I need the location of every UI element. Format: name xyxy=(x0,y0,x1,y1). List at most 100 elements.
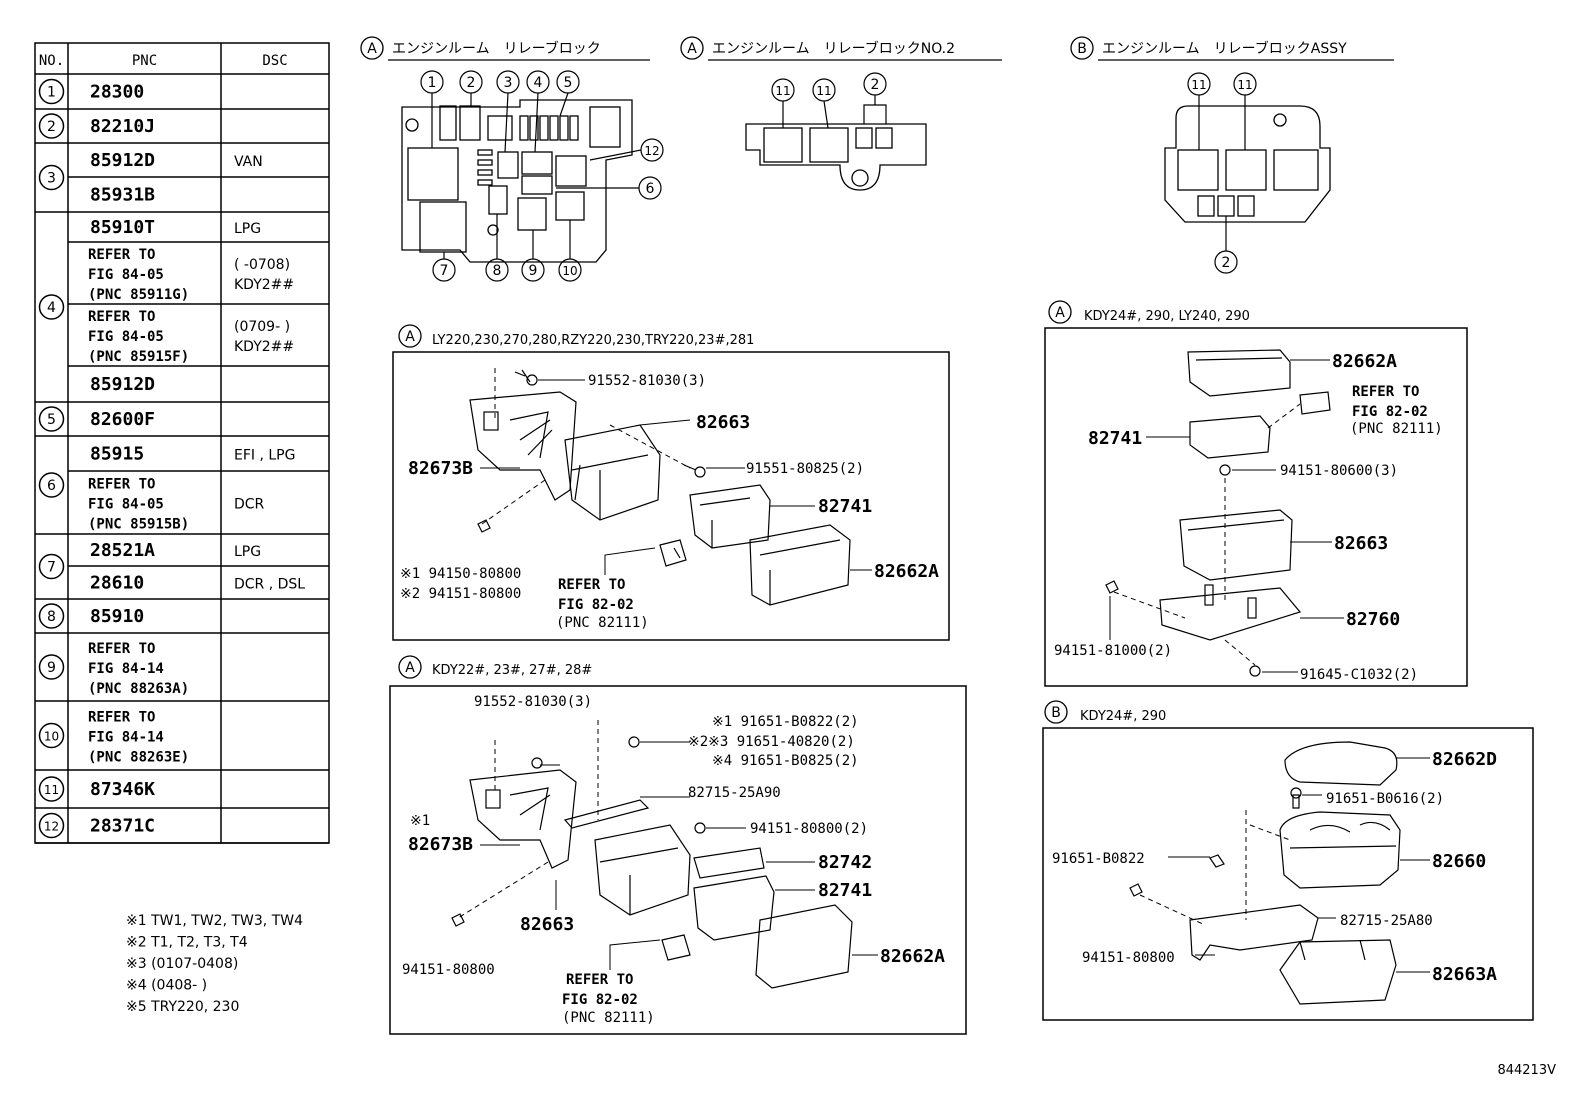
pnc-cell: 85912D xyxy=(90,374,155,395)
relay-block-b-outline xyxy=(1164,105,1331,223)
part-label: 91552-81030(3) xyxy=(588,373,706,389)
row-number: 12 xyxy=(44,820,59,834)
row-number-badge: 3 xyxy=(38,164,65,191)
panel-frame-p3 xyxy=(1044,327,1468,687)
part-label: (PNC 82111) xyxy=(556,615,649,631)
panel-frame-p1 xyxy=(392,351,950,641)
part-label: 91645-C1032(2) xyxy=(1300,667,1418,683)
panel-frame-p2 xyxy=(389,685,967,1035)
row-number: 11 xyxy=(44,783,59,797)
pnc-cell: FIG 84-05 xyxy=(88,497,164,513)
panel-title-p4: KDY24#, 290 xyxy=(1080,709,1166,724)
header-no: NO. xyxy=(39,53,64,69)
pnc-cell: REFER TO xyxy=(88,641,155,657)
row-number: 10 xyxy=(44,730,59,744)
part-label: 82673B xyxy=(408,458,473,479)
part-label: (PNC 82111) xyxy=(1350,421,1443,437)
part-label: 94151-80800 xyxy=(402,962,495,978)
relay-block-a2-outline xyxy=(745,123,927,191)
pnc-cell: 28610 xyxy=(90,573,144,594)
row-number-badge: 8 xyxy=(38,603,65,629)
row-number: 2 xyxy=(47,119,56,135)
part-label: FIG 82-02 xyxy=(1352,404,1428,420)
part-label: REFER TO xyxy=(558,577,625,593)
part-label: 94151-80600(3) xyxy=(1280,463,1398,479)
pnc-cell: 85910 xyxy=(90,606,144,627)
pnc-cell: (PNC 88263E) xyxy=(88,750,189,766)
part-label: ※1 94150-80800 xyxy=(400,566,521,582)
part-label: 94151-80800(2) xyxy=(750,821,868,837)
callout-number: 11 xyxy=(812,78,836,129)
dsc-cell: ( -0708) xyxy=(234,257,290,273)
part-label: ※4 91651-B0825(2) xyxy=(712,753,859,769)
footnote: ※1 TW1, TW2, TW3, TW4 xyxy=(126,913,303,929)
relay-block-a1-outline xyxy=(401,99,633,263)
view-title-a2: エンジンルーム リレーブロックNO.2 xyxy=(712,40,955,57)
row-number: 9 xyxy=(47,660,56,676)
pnc-cell: 87346K xyxy=(90,779,155,800)
view-title-b: エンジンルーム リレーブロックASSY xyxy=(1102,40,1347,57)
callout-label: 1 xyxy=(428,75,437,91)
row-number-badge: 9 xyxy=(38,654,65,680)
panel-kdy24-b: B KDY24#, 290 82662D91651-B0616(2)91651-… xyxy=(1042,700,1534,1021)
callout-label: 11 xyxy=(1237,78,1252,92)
panel-title-p2: KDY22#, 23#, 27#, 28# xyxy=(432,663,592,678)
svg-text:A: A xyxy=(687,41,697,57)
dsc-cell: DCR , DSL xyxy=(234,577,305,593)
dsc-cell: EFI , LPG xyxy=(234,448,295,464)
pnc-cell: REFER TO xyxy=(88,477,155,493)
callout-label: 7 xyxy=(440,263,449,279)
callout-label: 5 xyxy=(564,75,573,91)
pnc-cell: FIG 84-05 xyxy=(88,329,164,345)
part-label: 82715-25A90 xyxy=(688,785,781,801)
part-label: 82715-25A80 xyxy=(1340,913,1433,929)
callout-number: 8 xyxy=(485,214,509,282)
callout-label: 2 xyxy=(1222,255,1231,271)
callout-number: 11 xyxy=(1233,72,1257,150)
pnc-cell: 85910T xyxy=(90,217,155,238)
dsc-cell: DCR xyxy=(234,497,265,513)
callout-number: 7 xyxy=(432,252,456,282)
row-number-badge: 4 xyxy=(38,294,65,320)
row-number: 5 xyxy=(47,412,56,428)
callout-label: 6 xyxy=(646,181,655,197)
callout-number: 9 xyxy=(521,230,545,282)
header-dsc: DSC xyxy=(262,53,287,69)
callout-label: 9 xyxy=(529,263,538,279)
dsc-cell: LPG xyxy=(234,544,261,560)
part-label: 91651-B0616(2) xyxy=(1326,791,1444,807)
callout-label: 12 xyxy=(644,144,659,158)
callout-number: 3 xyxy=(496,70,520,153)
pnc-cell: 85912D xyxy=(90,150,155,171)
callout-label: 2 xyxy=(871,77,880,93)
part-label: 82660 xyxy=(1432,851,1486,872)
panel-title-p3: KDY24#, 290, LY240, 290 xyxy=(1084,309,1250,324)
callout-number: 1 xyxy=(420,70,444,148)
part-label: 82662A xyxy=(1332,351,1397,372)
row-number: 3 xyxy=(47,171,56,187)
callout-label: 10 xyxy=(562,264,577,278)
part-label: FIG 82-02 xyxy=(558,597,634,613)
view-title-a1: エンジンルーム リレーブロック xyxy=(392,40,601,57)
pnc-cell: 82600F xyxy=(90,409,155,430)
footnote: ※2 T1, T2, T3, T4 xyxy=(126,935,248,951)
part-label: 82673B xyxy=(408,834,473,855)
part-label: 82663A xyxy=(1432,964,1497,985)
dsc-cell: (0709- ) xyxy=(234,319,290,335)
svg-text:B: B xyxy=(1077,41,1087,57)
row-number-badge: 6 xyxy=(38,472,65,498)
panel-p1-parts xyxy=(469,369,851,606)
footnote: ※3 (0107-0408) xyxy=(126,956,238,972)
dsc-cell: KDY2## xyxy=(234,339,294,355)
pnc-cell: (PNC 88263A) xyxy=(88,681,189,697)
row-number: 4 xyxy=(47,300,56,316)
callout-number: 2 xyxy=(1214,216,1238,274)
callout-number: 2 xyxy=(459,70,483,106)
pnc-cell: (PNC 85915B) xyxy=(88,517,189,533)
pnc-cell: (PNC 85911G) xyxy=(88,287,189,303)
